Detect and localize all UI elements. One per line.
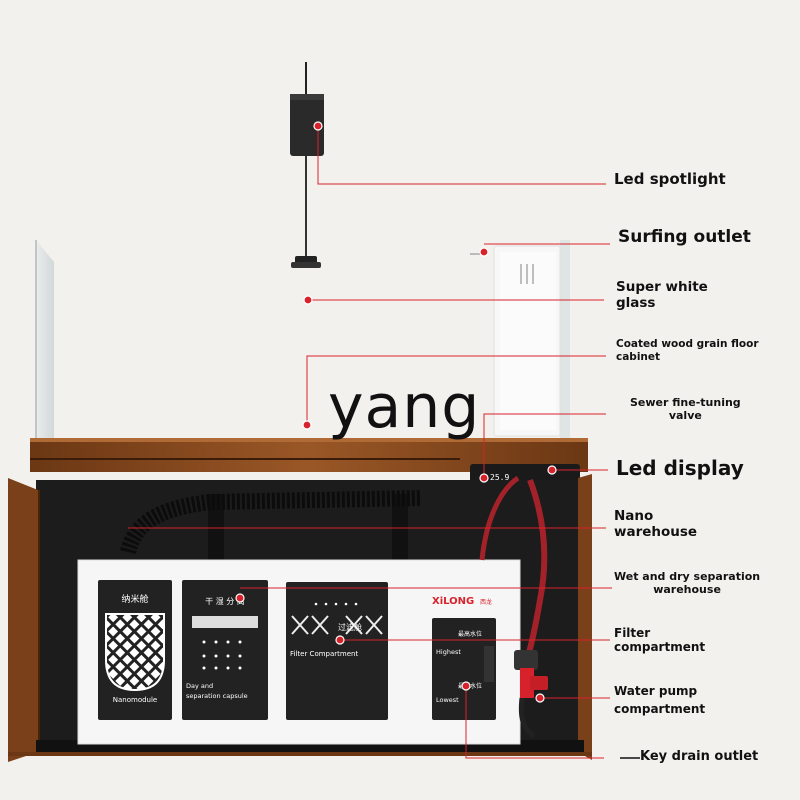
wetdry-label-2: separation capsule [186,692,248,700]
label-nano-warehouse: Nano warehouse [614,508,698,541]
pump-lowest: Lowest [436,696,459,704]
pump-top: 最高水位 [458,630,482,638]
nano-title: 纳米舱 [121,593,148,605]
label-filter-compartment: Filter compartment [614,626,706,655]
water-pipes [479,475,548,739]
label-led-display: Led display [616,456,744,480]
pump-highest: Highest [436,648,461,656]
label-sewer-valve: Sewer fine-tuning valve [630,396,741,423]
label-wet-dry: Wet and dry separation warehouse [614,570,761,597]
nano-module: 纳米舱 Nanomodule [98,580,172,720]
wetdry-label-1: Day and [186,682,213,690]
led-spotlight [290,62,324,268]
label-led-spotlight: Led spotlight [614,170,726,188]
wetdry-title: 干 湿 分 离 [205,596,245,606]
label-key-drain: Key drain outlet [640,749,759,764]
label-surfing-outlet: Surfing outlet [618,227,751,247]
super-white-glass-tank [35,240,570,440]
callout-markers [235,121,557,703]
wet-dry-module: 干 湿 分 离 Day and separation capsule [182,580,268,720]
brand-name: XiLONG [432,596,474,607]
pump-module: 最高水位 Highest 最低水位 Lowest [432,618,496,720]
brand-small: 西龙 [480,598,492,606]
label-coated-cabinet: Coated wood grain floor cabinet [616,338,759,363]
watermark-text: yang [328,372,481,442]
nano-label: Nanomodule [113,696,157,704]
filter-title: 过滤舱 [338,622,362,632]
brand-logo: XiLONG 西龙 [432,596,492,607]
callout-lines [128,126,612,759]
filter-module: 过滤舱 Filter Compartment [286,582,388,720]
led-display-readout: 25.9 [490,473,509,482]
label-super-white-glass: Super white glass [616,279,708,312]
filter-label: Filter Compartment [290,650,358,658]
label-water-pump: Water pump compartment [614,684,706,716]
